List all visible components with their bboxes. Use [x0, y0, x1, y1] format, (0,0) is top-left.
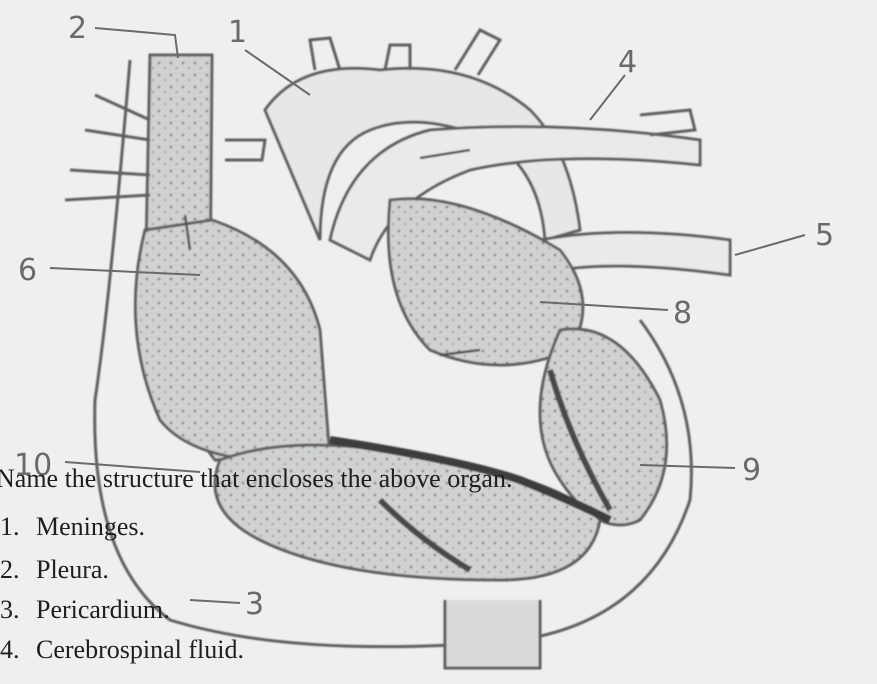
leader-3 [190, 600, 240, 603]
label-4: 4 [618, 45, 637, 80]
right-atrium [135, 220, 330, 462]
option-label: Pleura. [36, 555, 109, 584]
pulmonary-artery-left-branch [640, 110, 695, 135]
label-1: 1 [228, 15, 247, 50]
pulmonary-artery-right-branch [225, 140, 265, 160]
option-number: 1. [0, 514, 36, 540]
inferior-vena-cava [445, 600, 540, 668]
aortic-branch-1 [310, 38, 340, 70]
aortic-branch-3 [455, 30, 500, 75]
label-2: 2 [68, 11, 87, 46]
left-pulmonary-veins-left [65, 95, 150, 200]
option-number: 3. [0, 597, 36, 623]
option-label: Cerebrospinal fluid. [36, 635, 244, 664]
label-9: 9 [742, 453, 761, 488]
question-text: Name the structure that encloses the abo… [0, 466, 512, 492]
label-3: 3 [245, 587, 264, 622]
label-5: 5 [815, 218, 834, 253]
label-6: 6 [18, 253, 37, 288]
option-number: 2. [0, 557, 36, 583]
label-8: 8 [673, 296, 692, 331]
option-1[interactable]: 1.Meninges. [0, 514, 145, 540]
option-3[interactable]: 3.Pericardium. [0, 597, 170, 623]
leader-4 [590, 75, 625, 120]
option-2[interactable]: 2.Pleura. [0, 557, 109, 583]
leader-5 [735, 235, 805, 255]
leader-1 [245, 50, 310, 95]
option-label: Meninges. [36, 512, 145, 541]
option-4[interactable]: 4.Cerebrospinal fluid. [0, 637, 244, 663]
option-label: Pericardium. [36, 595, 170, 624]
option-number: 4. [0, 637, 36, 663]
aortic-branch-2 [385, 45, 410, 70]
